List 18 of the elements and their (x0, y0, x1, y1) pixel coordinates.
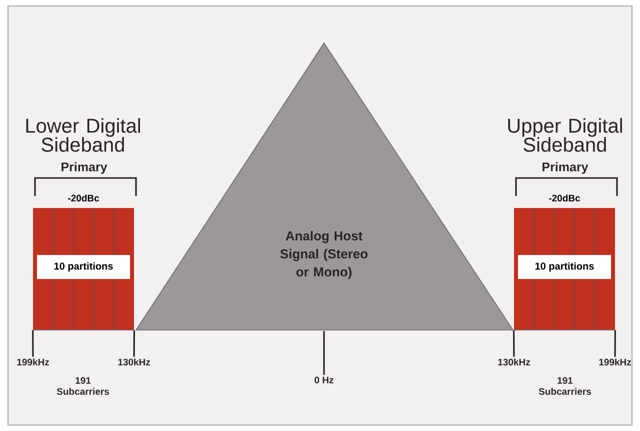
tick-line (323, 331, 325, 375)
tick-line (513, 330, 515, 357)
partition-block: 10 partitions (514, 208, 616, 330)
frequency-label: 0 Hz (314, 376, 334, 384)
tick-line (32, 330, 34, 357)
level-label: -20dBc (549, 194, 580, 202)
bracket-label: Primary (542, 162, 588, 174)
frequency-label: 130kHz (498, 358, 530, 366)
subcarrier-label: 191 Subcarriers (538, 377, 591, 395)
frequency-label: 199kHz (17, 358, 50, 366)
level-label: -20dBc (68, 194, 100, 202)
frequency-label: 199kHz (599, 358, 632, 366)
partition-block: 10 partitions (32, 208, 134, 330)
tick-line (614, 330, 616, 357)
bracket-label: Primary (62, 162, 108, 174)
frequency-label: 130kHz (118, 358, 150, 366)
tick-line (133, 330, 135, 357)
subcarrier-label: 191 Subcarriers (56, 377, 110, 395)
